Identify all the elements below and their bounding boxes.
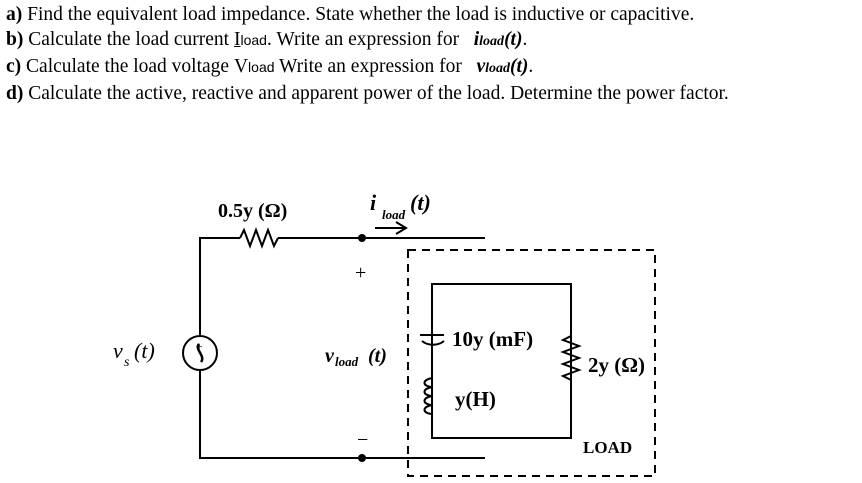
- question-d-tag: d): [6, 83, 24, 104]
- question-c-expr-symbol: v: [476, 56, 486, 77]
- wire-left-top: [199, 237, 240, 336]
- question-b-text: Calculate the load current: [23, 29, 234, 50]
- question-b: b) Calculate the load current Iload. Wri…: [6, 27, 856, 54]
- source-argument: (t): [134, 338, 155, 363]
- voltage-subscript: load: [335, 354, 359, 369]
- capacitor-plate-bottom: [421, 340, 445, 346]
- wire-left-bottom: [199, 370, 485, 459]
- question-b-symbol: I: [233, 29, 241, 50]
- current-arrow-head: [395, 221, 408, 235]
- question-b-tag: b): [6, 29, 24, 50]
- question-c-symbol: V: [233, 56, 249, 77]
- series-resistor-label: 0.5y (Ω): [218, 200, 287, 222]
- question-b-expr-symbol: i: [473, 29, 480, 50]
- current-symbol: i: [370, 190, 377, 215]
- question-a: a) Find the equivalent load impedance. S…: [6, 2, 856, 27]
- load-box-label: LOAD: [583, 438, 632, 457]
- source-plus-sign: +: [196, 339, 203, 353]
- question-b-end: .: [522, 29, 528, 50]
- question-d: d) Calculate the active, reactive and ap…: [6, 81, 856, 106]
- question-b-symbol-sub: load: [240, 32, 267, 48]
- terminal-bottom: [358, 454, 366, 462]
- voltage-minus-sign: −: [357, 429, 368, 451]
- question-c-expr-sub: load: [485, 61, 510, 76]
- load-resistor-label: 2y (Ω): [588, 353, 645, 377]
- question-c-symbol-sub: load: [248, 59, 275, 75]
- question-c: c) Calculate the load voltage Vload Writ…: [6, 54, 856, 81]
- voltage-source-wave: [196, 343, 204, 363]
- voltage-source-circle: [182, 335, 218, 371]
- question-c-tag: c): [6, 56, 22, 77]
- question-b-text2: . Write an expression for: [266, 29, 464, 50]
- inductor-label: y(H): [455, 387, 496, 411]
- question-c-text2: Write an expression for: [274, 56, 467, 77]
- source-subscript: s: [124, 355, 130, 370]
- question-list: a) Find the equivalent load impedance. S…: [6, 2, 856, 106]
- question-c-text: Calculate the load voltage: [21, 56, 234, 77]
- load-inner-box: [431, 283, 572, 439]
- question-b-expr-sub: load: [479, 34, 505, 49]
- source-symbol: v: [113, 338, 123, 363]
- question-a-tag: a): [6, 4, 23, 25]
- question-c-expr-arg: (t): [510, 56, 529, 77]
- inductor-coil: [423, 377, 433, 415]
- question-c-end: .: [528, 56, 534, 77]
- load-resistor-zigzag: [560, 335, 582, 381]
- question-d-text: Calculate the active, reactive and appar…: [23, 83, 729, 104]
- voltage-plus-sign: +: [355, 262, 366, 284]
- question-a-text: Find the equivalent load impedance. Stat…: [22, 4, 695, 25]
- capacitor-label: 10y (mF): [452, 327, 533, 351]
- current-argument: (t): [410, 190, 431, 215]
- voltage-argument: (t): [368, 345, 387, 367]
- series-resistor-zigzag: [239, 227, 279, 249]
- question-b-expr-arg: (t): [504, 29, 523, 50]
- terminal-top: [358, 234, 366, 242]
- voltage-symbol: v: [325, 345, 335, 367]
- current-subscript: load: [382, 207, 406, 222]
